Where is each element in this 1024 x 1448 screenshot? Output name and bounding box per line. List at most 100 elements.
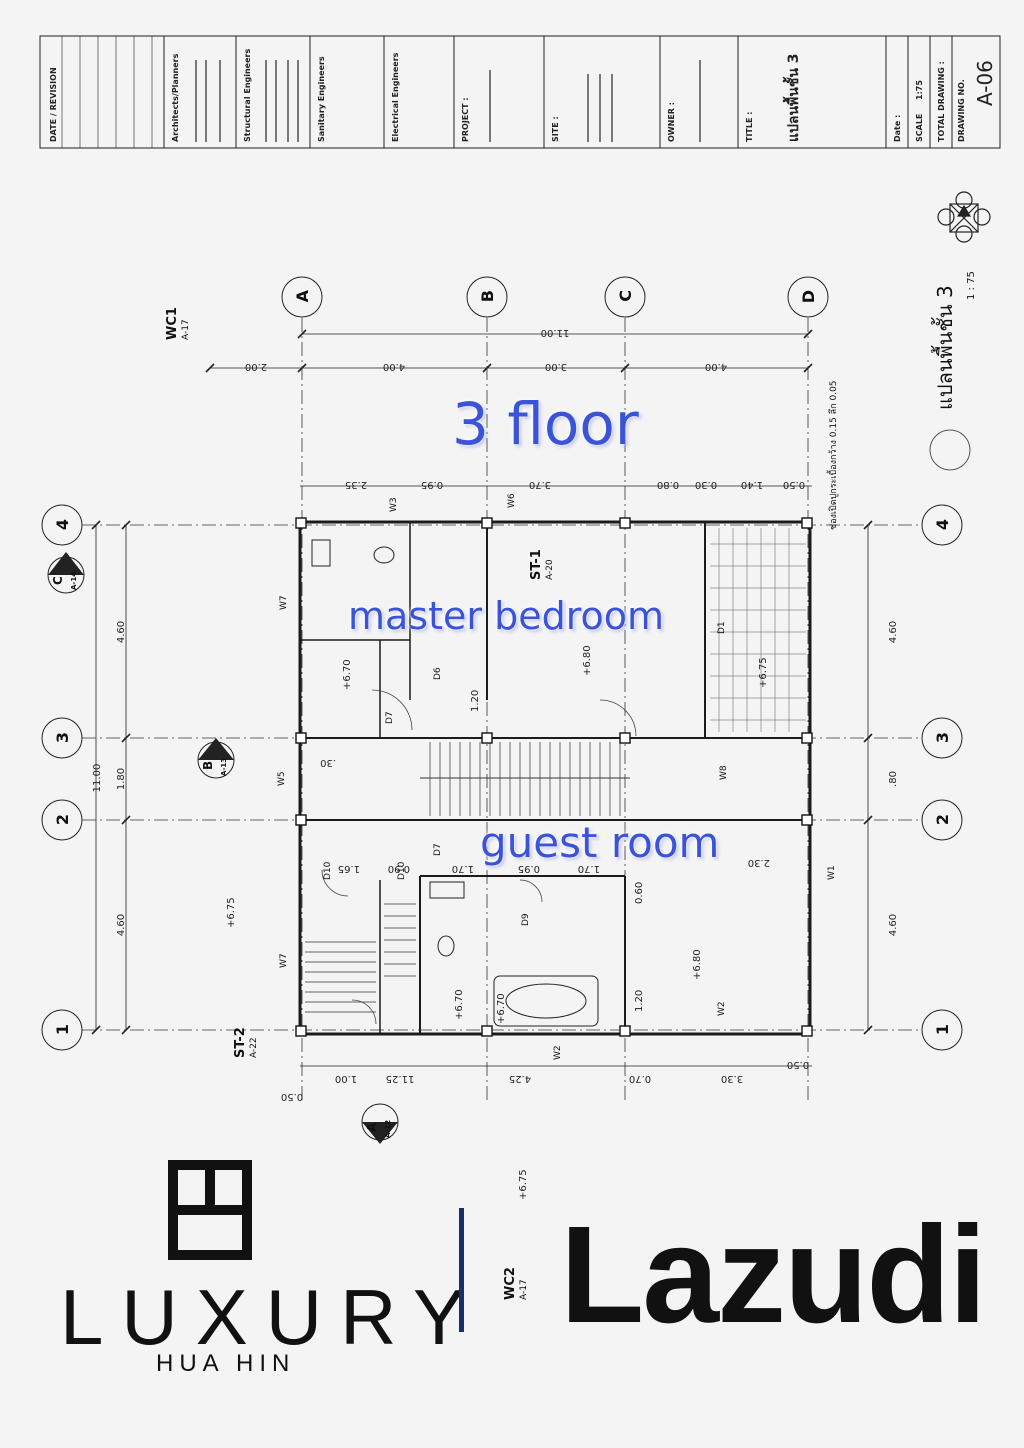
date-revision-label: DATE / REVISION	[49, 67, 58, 142]
dim-right-span-3: 4.60	[888, 914, 899, 936]
columns	[295, 517, 813, 1037]
dim-top-span-3: 3.00	[545, 361, 567, 372]
wc-tag-2-ref: A-17	[519, 1279, 529, 1300]
svg-text:A-12: A-12	[384, 1120, 392, 1138]
dimension-ticks	[91, 329, 873, 1035]
dim-sub-2: 0.95	[421, 479, 443, 490]
grid-row-4-right: 4	[921, 504, 963, 546]
svg-text:C: C	[51, 576, 65, 585]
balcony-tile-grid	[710, 528, 806, 732]
svg-text:A-13: A-13	[220, 758, 228, 776]
window-tag-w2b: W2	[553, 1045, 563, 1060]
dim-bottom-5: 0.70	[629, 1073, 651, 1084]
svg-text:A: A	[365, 1122, 379, 1132]
level-8: +6.70	[496, 993, 507, 1024]
plan-title-text: แปลนพื้นชั้น 3	[931, 285, 957, 410]
site-label: SITE :	[551, 116, 560, 142]
grid-bubbles: A B C D 4 3 2 1 4 3 2 1	[41, 276, 963, 1051]
sink-icon	[429, 881, 465, 899]
architects-label: Architects/Planners	[171, 53, 180, 142]
title-block	[39, 35, 1001, 149]
project-label: PROJECT :	[461, 97, 470, 142]
title-label: TITLE :	[745, 112, 754, 142]
grid-row-1-left: 1	[41, 1009, 83, 1051]
dim-bottom-7: 0.50	[787, 1059, 809, 1070]
door-tag-d9: D9	[521, 913, 531, 926]
dim-mid-7: 1.20	[470, 690, 481, 712]
toilet-icon	[373, 546, 395, 564]
hua-hin-text: HUA HIN	[156, 1350, 296, 1377]
dim-sub-5: 0.30	[695, 479, 717, 490]
plan-scale-text: 1 : 75	[966, 271, 977, 300]
dim-top-span-2: 4.00	[383, 361, 405, 372]
grid-col-b: B	[466, 276, 508, 318]
svg-text:C: C	[616, 290, 635, 302]
grid-col-c: C	[604, 276, 646, 318]
dim-bottom-6: 3.30	[721, 1073, 743, 1084]
door-tag-d6: D6	[433, 667, 443, 680]
dim-mid-6: 2.30	[748, 857, 770, 868]
grid-row-1-right: 1	[921, 1009, 963, 1051]
wc-tag-1-ref: A-17	[181, 319, 191, 340]
dimension-lines	[95, 333, 869, 1067]
dim-bottom-2: 1.00	[335, 1073, 357, 1084]
title-block-texts: DATE / REVISION Architects/Planners Stru…	[49, 49, 997, 142]
grid-row-3-right: 3	[921, 717, 963, 759]
stair-tag-1-ref: A-20	[545, 559, 555, 580]
grid-row-2-right: 2	[921, 799, 963, 841]
dim-mid-4: 0.95	[518, 863, 540, 874]
drawing-no: A-06	[973, 60, 997, 106]
section-marker-a: A A-12	[361, 1103, 399, 1144]
secondary-stair	[305, 903, 416, 1013]
level-6: +6.80	[692, 949, 703, 980]
window-tag-w8: W8	[719, 765, 729, 780]
door-tag-d1: D1	[717, 621, 727, 634]
dim-bottom-4: 4.25	[509, 1073, 531, 1084]
dim-mid-9: 0.60	[634, 882, 645, 904]
dim-bottom-1: 0.50	[281, 1091, 303, 1102]
grid-col-a: A	[281, 276, 323, 318]
window-tag-w1: W1	[827, 865, 837, 880]
main-stair	[420, 742, 630, 816]
luxury-brand-text: LUXURY	[60, 1273, 484, 1361]
plan-title: แปลนพื้นชั้น 3 1 : 75	[929, 271, 977, 471]
dim-sub-6: 1.40	[741, 479, 763, 490]
sanitary-label: Sanitary Engineers	[317, 56, 326, 142]
sink-icon	[311, 539, 331, 567]
dim-left-span-1: 4.60	[116, 621, 127, 643]
door-tag-d10a: D10	[323, 861, 333, 880]
svg-text:3: 3	[53, 732, 72, 743]
svg-text:D: D	[799, 290, 818, 303]
svg-text:A-14: A-14	[70, 572, 78, 590]
level-7: +6.75	[518, 1169, 529, 1200]
grid-col-d: D	[787, 276, 829, 318]
svg-text:B: B	[201, 761, 215, 770]
luxury-logo-icon	[168, 1160, 252, 1260]
section-marker-c: C A-14	[47, 552, 85, 594]
window-tag-w5: W5	[277, 771, 287, 786]
svg-text:1: 1	[53, 1024, 72, 1035]
svg-text:3: 3	[933, 732, 952, 743]
level-1: +6.70	[342, 659, 353, 690]
stair-tag-2-ref: A-22	[249, 1037, 259, 1058]
walls	[298, 520, 812, 1036]
north-arrow-icon	[929, 429, 971, 471]
dim-top-span-1: 2.00	[245, 361, 267, 372]
door-swings	[321, 689, 637, 1025]
slab-note: ช่องเปิดปูกระเบื้องกว้าง 0.15 ลึก 0.05	[826, 380, 839, 530]
dim-sub-4: 0.80	[657, 479, 679, 490]
drawing-no-label: DRAWING NO.	[957, 79, 966, 142]
fine-print	[195, 60, 701, 142]
dim-left-span-2: 1.80	[116, 768, 127, 790]
guest-room-label: guest room	[480, 818, 720, 867]
electrical-label: Electrical Engineers	[391, 52, 400, 142]
dim-left-span-3: 4.60	[116, 914, 127, 936]
element-tags: ST-1 A-20 ST-2 A-22 WC1 A-17 WC2 A-17 D1…	[165, 307, 839, 1300]
wc-tag-2: WC2	[503, 1267, 518, 1300]
owner-label: OWNER :	[667, 102, 676, 142]
level-4: +6.70	[454, 989, 465, 1020]
svg-text:4: 4	[933, 519, 952, 530]
level-2: +6.75	[758, 657, 769, 688]
total-drawing-label: TOTAL DRAWING :	[937, 61, 946, 142]
dim-mid-1: 1.65	[338, 863, 360, 874]
